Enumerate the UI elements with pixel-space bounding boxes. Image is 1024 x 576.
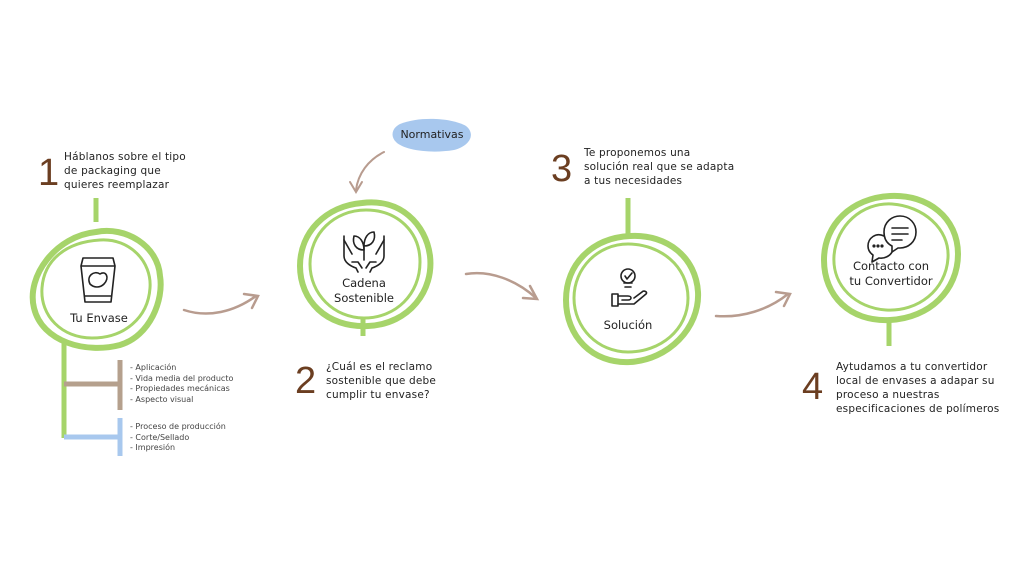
step-3-number: 3	[551, 148, 573, 190]
hands-plant-icon	[343, 231, 385, 273]
node-cadena-sostenible	[296, 199, 434, 330]
normativas-pill	[392, 118, 471, 152]
node-1-label: Tu Envase	[70, 311, 128, 325]
node-contacto-convertidor	[820, 192, 962, 324]
arrow-node2-to-node3	[464, 271, 540, 301]
node-4-label: Contacto con tu Convertidor	[849, 259, 933, 288]
hand-lightbulb-icon	[611, 268, 648, 307]
arrow-node1-to-node2	[182, 292, 260, 315]
node-3-label: Solución	[603, 318, 653, 332]
branch-list-first: - Aplicación - Vida media del producto -…	[130, 363, 234, 404]
step-4-text: Aytudamos a tu convertidor local de enva…	[836, 361, 1000, 415]
chat-bubbles-icon	[867, 215, 917, 263]
package-bag-icon	[80, 257, 116, 303]
arrow-node3-to-node4	[714, 290, 792, 318]
arrow-normativas-to-node2	[349, 151, 385, 194]
step-2-number: 2	[295, 360, 317, 402]
step-2-text: ¿Cuál es el reclamo sostenible que debe …	[326, 361, 437, 401]
step-4-number: 4	[802, 366, 824, 408]
node-2-label: Cadena Sostenible	[334, 276, 394, 305]
node-tu-envase	[29, 227, 164, 351]
step-1-number: 1	[38, 152, 60, 194]
step-3-text: Te proponemos una solución real que se a…	[584, 147, 735, 187]
node-solucion	[562, 232, 702, 366]
branch-list-second: - Proceso de producción - Corte/Sellado …	[130, 422, 226, 452]
normativas-label: Normativas	[400, 128, 464, 141]
step-1-text: Háblanos sobre el tipo de packaging que …	[64, 151, 186, 191]
